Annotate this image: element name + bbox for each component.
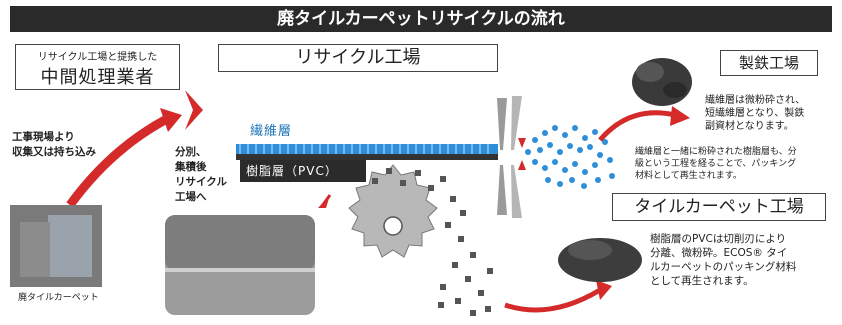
crusher-blade-bottom-icon: [497, 165, 507, 215]
collection-text: 工事現場より 収集又は持ち込み: [12, 131, 96, 158]
tile-arrow-icon: [504, 287, 602, 313]
resin-layer-strip: [236, 154, 498, 160]
carpet-caption: 廃タイルカーペット: [18, 293, 99, 303]
intermediate-big-label: 中間処理業者: [40, 67, 155, 88]
tile-factory-label: タイルカーペット工場: [612, 193, 826, 221]
steel-arrowhead-icon: [670, 106, 690, 126]
fiber-particles: [525, 125, 615, 189]
intermediate-processor-box: リサイクル工場と提携した 中間処理業者: [15, 44, 180, 90]
sort-text: 分別、 集積後 リサイクル 工場へ: [175, 146, 227, 203]
resin-layer-label: 樹脂層（PVC）: [240, 160, 366, 182]
page-title: 廃タイルカーペットリサイクルの流れ: [10, 6, 832, 32]
crusher-blade-bottom2-icon: [511, 165, 522, 218]
crush-arrow-down-icon: [518, 138, 526, 148]
tile-description: 樹脂層のPVCは切削刃により 分離、微粉砕。ECOS® タイ ルカーペットのパッ…: [650, 233, 797, 287]
recycle-factory-label: リサイクル工場: [218, 44, 498, 72]
steel-factory-label: 製鉄工場: [720, 50, 818, 76]
tile-arrowhead-icon: [596, 280, 612, 300]
fiber-layer-label: 繊維層: [250, 124, 293, 139]
crusher-blade-top-icon: [497, 98, 507, 150]
crush-arrow-up-icon: [518, 160, 526, 170]
forward-chevron-icon: [185, 90, 203, 130]
resin-chips: [372, 168, 493, 316]
mixed-description: 繊維層と一緒に粉砕された樹脂層も、分 級という工程を経ることで、パッキング 材料…: [635, 147, 797, 181]
intermediate-small-label: リサイクル工場と提携した: [37, 52, 158, 63]
crusher-blade-top2-icon: [511, 96, 522, 150]
fiber-layer-strip: [236, 144, 498, 154]
steel-description: 繊維層は微粉砕され、 短繊維層となり、製鉄 副資材となります。: [705, 95, 806, 132]
fiber-hatch: [239, 144, 489, 154]
steel-arrow-icon: [598, 110, 676, 142]
collection-arrowhead-icon: [160, 108, 182, 132]
collection-arrow-icon: [66, 116, 168, 208]
circular-saw-icon: [348, 164, 438, 258]
